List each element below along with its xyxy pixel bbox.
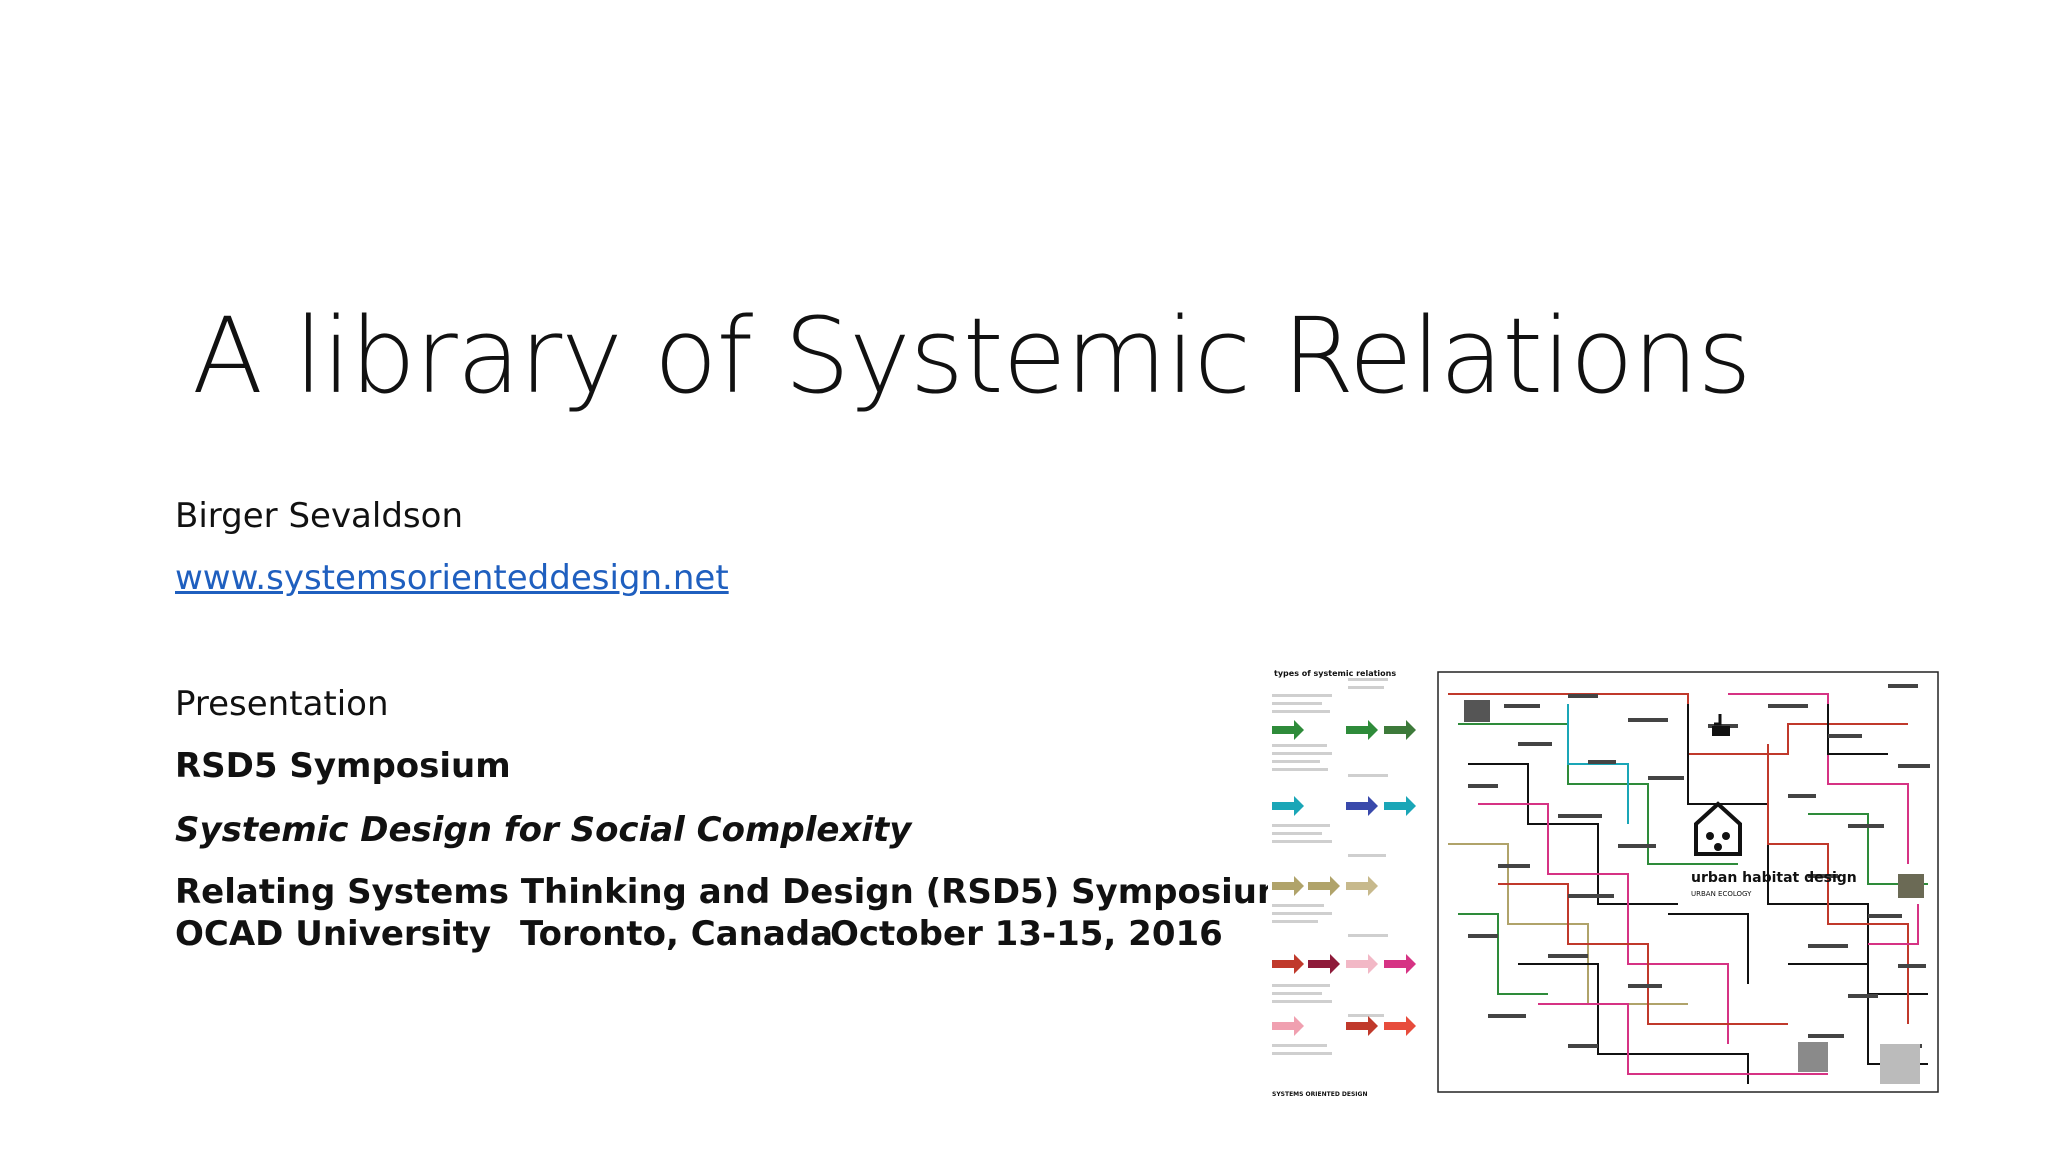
legend-heading: types of systemic relations [1274, 669, 1396, 678]
legend-footer: SYSTEMS ORIENTED DESIGN [1272, 1091, 1367, 1098]
center-label: urban habitat design [1691, 870, 1857, 886]
gigamap-legend: types of systemic relations [1272, 669, 1416, 1098]
venue-city: Toronto, Canada [520, 914, 834, 954]
event-short-name: RSD5 Symposium [175, 746, 511, 786]
photo-thumbnail [1798, 1042, 1828, 1072]
systemic-relations-gigamap-icon: types of systemic relations [1272, 669, 1939, 1098]
photo-thumbnail [1880, 1044, 1920, 1084]
photo-thumbnail [1464, 700, 1490, 722]
event-full-name: Relating Systems Thinking and Design (RS… [175, 872, 1293, 912]
presentation-label: Presentation [175, 684, 389, 724]
venue-dates: October 13-15, 2016 [830, 914, 1223, 954]
website-link[interactable]: www.systemsorienteddesign.net [175, 558, 729, 598]
slide-title: A library of Systemic Relations [192, 295, 1752, 417]
venue-line: OCAD University Toronto, CanadaOctober 13… [175, 912, 1223, 956]
center-sublabel: URBAN ECOLOGY [1691, 890, 1752, 898]
venue-institution: OCAD University [175, 914, 491, 954]
gigamap-thumbnail: types of systemic relations [1268, 664, 1948, 1104]
urban-habitat-house-icon [1694, 801, 1742, 856]
ar-marker-icon [1712, 714, 1730, 736]
symposium-theme: Systemic Design for Social Complexity [175, 810, 912, 850]
author-name: Birger Sevaldson [175, 496, 463, 536]
photo-thumbnail [1898, 874, 1924, 898]
gigamap-network [1437, 671, 1939, 1093]
